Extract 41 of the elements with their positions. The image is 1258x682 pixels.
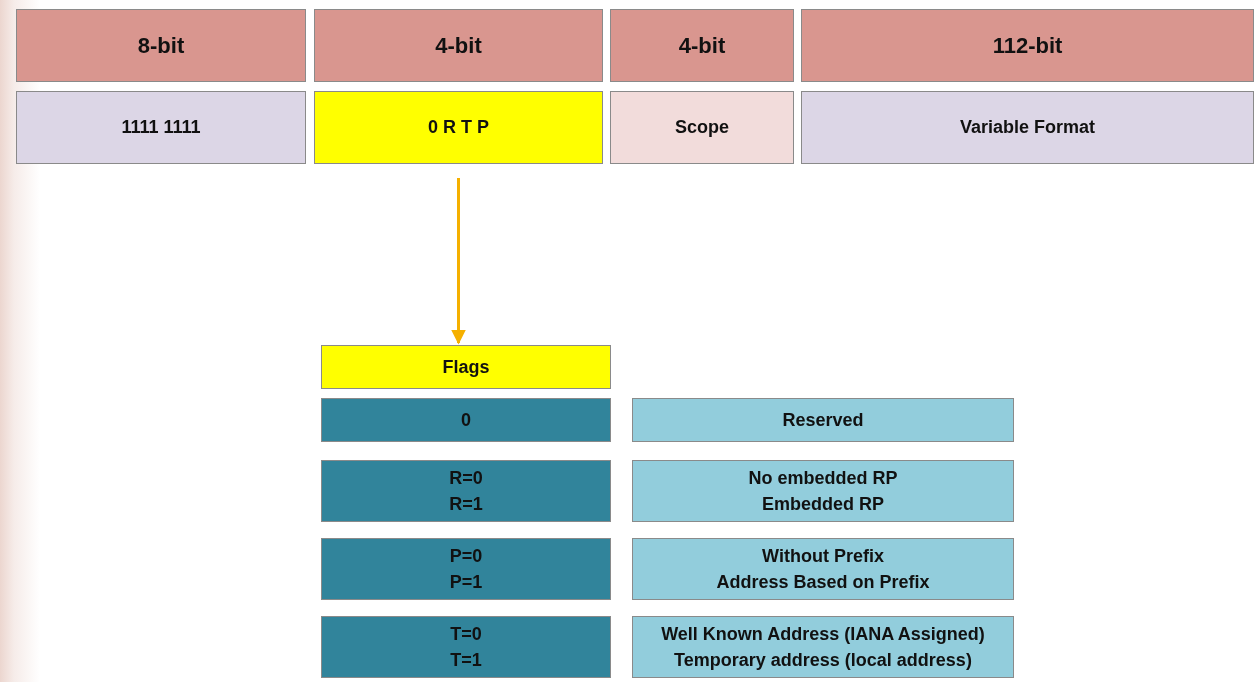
field-box (632, 398, 1014, 442)
field-label: 4-bit (435, 31, 482, 60)
field-label: T=0 (450, 622, 482, 646)
header-cell (610, 9, 794, 82)
arrow (451, 178, 466, 345)
field-label: Flags (442, 355, 490, 379)
field-label: R=1 (449, 493, 483, 516)
field-label: T=1 (450, 649, 482, 672)
field-label: 0 (461, 408, 471, 432)
field-label: P=1 (449, 571, 483, 594)
field-box (632, 538, 1014, 600)
field-label: 112-bit (992, 31, 1063, 60)
field-label: Without Prefix (762, 544, 884, 568)
field-label: No embedded RP (748, 466, 898, 490)
field-box (314, 91, 603, 164)
field-label: 8-bit (137, 31, 185, 60)
field-label: 0 R T P (428, 116, 489, 140)
field-label: R=0 (449, 466, 483, 490)
field-label: Scope (675, 116, 729, 140)
field-box (321, 460, 611, 522)
field-label: Temporary address (local address) (674, 649, 972, 672)
header-cell (314, 9, 603, 82)
field-label: 1111 1111 (121, 116, 201, 140)
field-box (321, 345, 611, 389)
field-box (321, 538, 611, 600)
field-box (632, 616, 1014, 678)
header-cell (801, 9, 1254, 82)
field-box (321, 398, 611, 442)
field-box (632, 460, 1014, 522)
field-label: Well Known Address (IANA Assigned) (661, 622, 985, 646)
field-box (16, 91, 306, 164)
field-label: Address Based on Prefix (716, 571, 930, 594)
field-label: Embedded RP (762, 493, 884, 516)
field-box (801, 91, 1254, 164)
field-box (610, 91, 794, 164)
header-cell (16, 9, 306, 82)
field-box (321, 616, 611, 678)
field-label: Reserved (782, 408, 864, 432)
field-label: 4-bit (678, 31, 726, 60)
field-label: Variable Format (959, 116, 1096, 140)
field-label: P=0 (449, 544, 483, 568)
